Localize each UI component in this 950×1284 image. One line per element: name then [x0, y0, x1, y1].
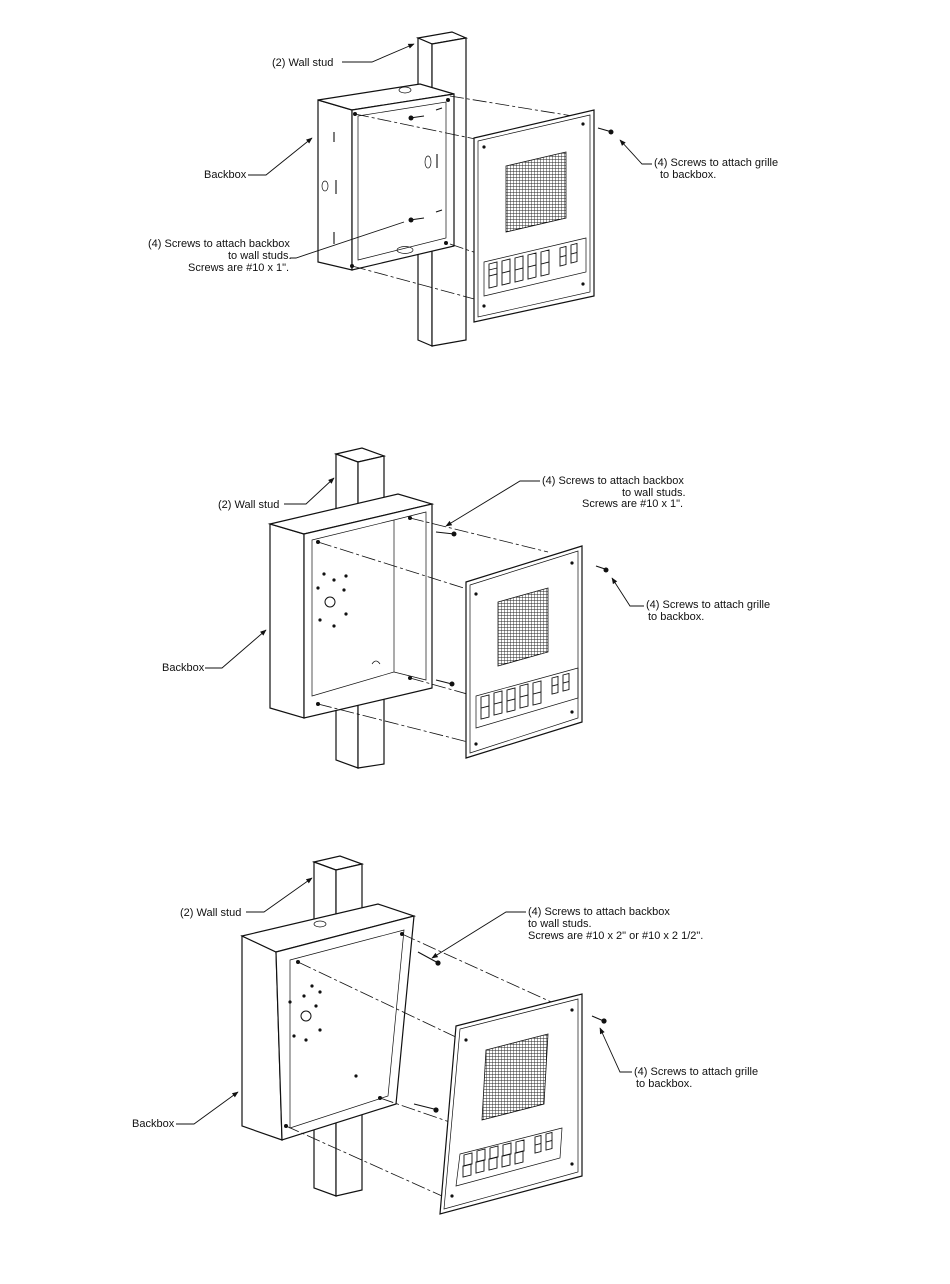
backbox [240, 903, 417, 1141]
callout-wall-stud: (2) Wall stud [218, 477, 335, 511]
screws-backbox-line-1: (4) Screws to attach backbox [542, 475, 684, 487]
screws-grille-line-2: to backbox. [636, 1078, 692, 1090]
backbox-label: Backbox [204, 169, 247, 181]
grille-panel [439, 993, 583, 1215]
screw [408, 115, 614, 223]
callout-screws-backbox: (4) Screws to attach backbox to wall stu… [445, 475, 686, 527]
backbox-label: Backbox [162, 662, 205, 674]
callout-wall-stud: (2) Wall stud [180, 877, 313, 919]
callout-wall-stud: (2) Wall stud [272, 43, 415, 69]
callout-screws-backbox: (4) Screws to attach backbox to wall stu… [431, 906, 703, 959]
callout-screws-grille: (4) Screws to attach grille to backbox. [619, 139, 778, 181]
screws-backbox-line-2: to wall studs. [622, 487, 686, 499]
diagram-3: (2) Wall stud Backbox (4) Screws to atta… [132, 855, 758, 1215]
screw [413, 951, 607, 1113]
backbox-label: Backbox [132, 1118, 175, 1130]
callout-backbox: Backbox [204, 137, 313, 181]
screws-grille-line-2: to backbox. [648, 611, 704, 623]
screws-grille-line-2: to backbox. [660, 169, 716, 181]
seven-segment-display [462, 1131, 553, 1178]
screws-backbox-line-3: Screws are #10 x 1". [582, 498, 683, 510]
screws-backbox-line-3: Screws are #10 x 2" or #10 x 2 1/2". [528, 930, 703, 942]
grille-panel [465, 545, 583, 759]
callout-screws-backbox: (4) Screws to attach backbox to wall stu… [148, 221, 405, 274]
callout-backbox: Backbox [162, 629, 267, 674]
wall-stud-label: (2) Wall stud [180, 907, 241, 919]
diagram-2: (2) Wall stud Backbox (4) Screws to atta… [162, 447, 770, 769]
callout-screws-grille: (4) Screws to attach grille to backbox. [611, 577, 770, 623]
backbox [267, 493, 435, 719]
callout-screws-grille: (4) Screws to attach grille to backbox. [599, 1027, 758, 1090]
screws-backbox-line-1: (4) Screws to attach backbox [528, 906, 670, 918]
screws-backbox-line-2: to wall studs. [228, 250, 292, 262]
wall-stud-label: (2) Wall stud [218, 499, 279, 511]
screws-grille-line-1: (4) Screws to attach grille [646, 599, 770, 611]
seven-segment-display [488, 242, 578, 289]
screws-grille-line-1: (4) Screws to attach grille [654, 157, 778, 169]
seven-segment-display [480, 672, 570, 720]
grille-panel [473, 109, 595, 323]
screws-backbox-line-1: (4) Screws to attach backbox [148, 238, 290, 250]
wall-stud-label: (2) Wall stud [272, 57, 333, 69]
screws-backbox-line-2: to wall studs. [528, 918, 592, 930]
diagram-1: (2) Wall stud Backbox (4) Screws to atta… [148, 31, 778, 347]
callout-backbox: Backbox [132, 1091, 239, 1130]
screw [435, 531, 609, 687]
backbox [317, 83, 455, 271]
screws-grille-line-1: (4) Screws to attach grille [634, 1066, 758, 1078]
screws-backbox-line-3: Screws are #10 x 1". [188, 262, 289, 274]
